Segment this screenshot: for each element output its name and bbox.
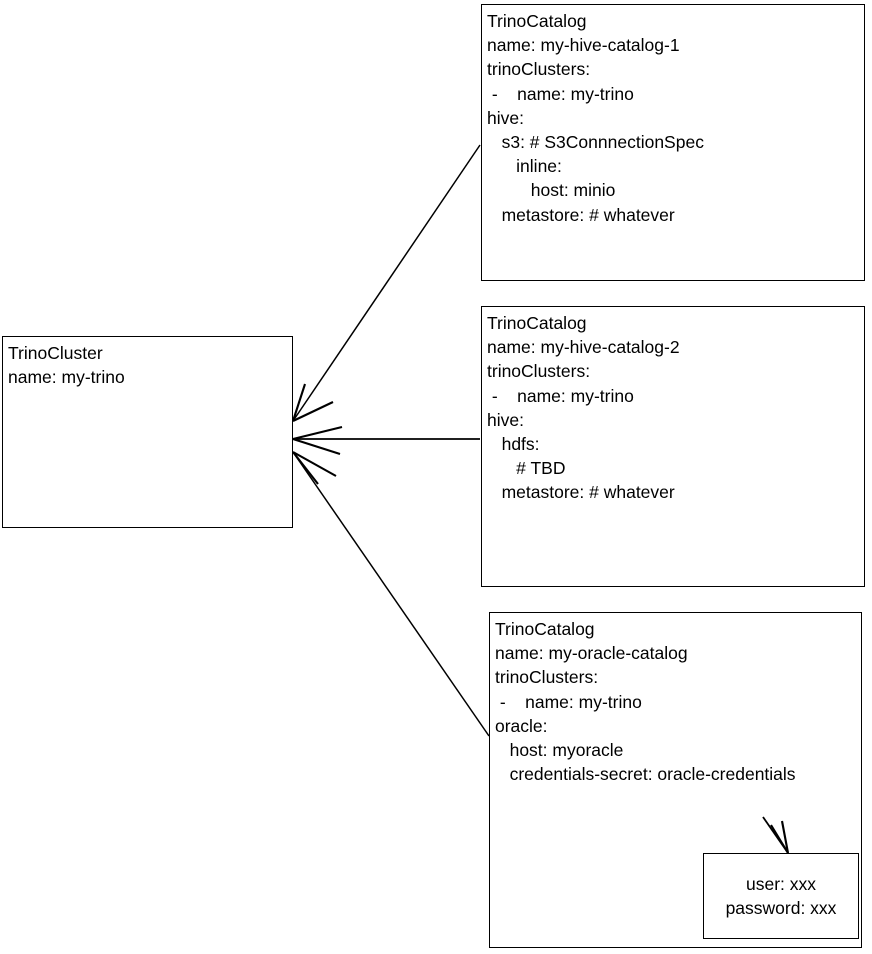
catalog-hive-2-line-7: metastore: # whatever (487, 482, 675, 503)
node-catalog-hive-2-body: TrinoCatalog name: my-hive-catalog-2 tri… (482, 307, 864, 505)
catalog-hive-1-line-8: metastore: # whatever (487, 204, 675, 225)
trino-cluster-line-1: name: my-trino (8, 367, 125, 388)
catalog-hive-2-line-4: hive: (487, 409, 524, 430)
catalog-oracle-line-0: TrinoCatalog (495, 619, 595, 639)
credentials-secret-line-1: password: xxx (725, 898, 837, 918)
node-trino-cluster-body: TrinoCluster name: my-trino (3, 337, 292, 389)
catalog-oracle-line-6: credentials-secret: oracle-credentials (495, 764, 796, 785)
catalog-hive-1-line-1: name: my-hive-catalog-1 (487, 35, 680, 56)
catalog-oracle-line-1: name: my-oracle-catalog (495, 643, 688, 664)
catalog-oracle-line-4: oracle: (495, 715, 548, 736)
node-catalog-oracle[interactable]: TrinoCatalog name: my-oracle-catalog tri… (489, 612, 862, 948)
catalog-hive-2-line-3: - name: my-trino (487, 385, 634, 406)
node-catalog-hive-1[interactable]: TrinoCatalog name: my-hive-catalog-1 tri… (481, 4, 865, 281)
catalog-hive-1-line-6: inline: (487, 156, 562, 177)
catalog-hive-2-line-1: name: my-hive-catalog-2 (487, 337, 680, 358)
catalog-hive-1-line-2: trinoClusters: (487, 59, 591, 80)
catalog-oracle-line-5: host: myoracle (495, 740, 624, 761)
trino-cluster-line-0: TrinoCluster (8, 343, 103, 363)
catalog-hive-1-line-4: hive: (487, 107, 524, 128)
catalog-hive-2-line-0: TrinoCatalog (487, 313, 587, 333)
catalog-hive-1-line-7: host: minio (487, 180, 616, 201)
catalog-hive-1-line-5: s3: # S3ConnnectionSpec (487, 132, 704, 153)
catalog-hive-1-line-0: TrinoCatalog (487, 11, 587, 31)
catalog-oracle-line-2: trinoClusters: (495, 667, 599, 688)
catalog-hive-1-line-3: - name: my-trino (487, 83, 634, 104)
catalog-hive-2-line-2: trinoClusters: (487, 361, 591, 382)
node-catalog-hive-1-body: TrinoCatalog name: my-hive-catalog-1 tri… (482, 5, 864, 227)
node-trino-cluster[interactable]: TrinoCluster name: my-trino (2, 336, 293, 528)
node-catalog-oracle-body: TrinoCatalog name: my-oracle-catalog tri… (490, 613, 861, 786)
credentials-secret-line-0: user: xxx (745, 873, 817, 894)
catalog-hive-2-line-5: hdfs: (487, 434, 540, 455)
catalog-oracle-line-3: - name: my-trino (495, 691, 642, 712)
edge-catalog-oracle-to-cluster (292, 451, 490, 737)
edge-catalog-2-to-cluster (292, 425, 480, 456)
catalog-hive-2-line-6: # TBD (487, 458, 566, 479)
node-credentials-secret[interactable]: user: xxx password: xxx (703, 853, 859, 939)
node-catalog-hive-2[interactable]: TrinoCatalog name: my-hive-catalog-2 tri… (481, 306, 865, 587)
edge-catalog-1-to-cluster (292, 144, 481, 422)
